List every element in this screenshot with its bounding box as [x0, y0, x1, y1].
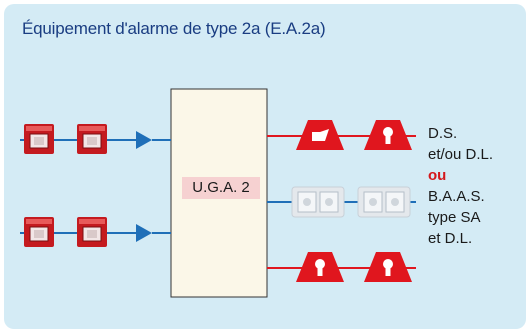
- manual-call-point-icon: [77, 124, 107, 154]
- label-ou: ou: [428, 167, 447, 184]
- diagram-title: Équipement d'alarme de type 2a (E.A.2a): [22, 19, 326, 38]
- label-ds: D.S.: [428, 125, 458, 142]
- flashing-light-icon: [296, 120, 344, 150]
- label-baas: B.A.A.S.: [428, 188, 485, 205]
- label-et-ou-dl: et/ou D.L.: [428, 146, 494, 163]
- manual-call-point-icon: [77, 217, 107, 247]
- sounder-icon: [364, 120, 412, 150]
- manual-call-point-icon: [24, 217, 54, 247]
- label-et-dl: et D.L.: [428, 230, 473, 247]
- sounder-icon: [364, 252, 412, 282]
- manual-call-point-icon: [24, 124, 54, 154]
- uga-label: U.G.A. 2: [182, 177, 260, 199]
- baas-unit-icon: [291, 186, 345, 218]
- sounder-icon: [296, 252, 344, 282]
- baas-unit-icon: [357, 186, 411, 218]
- label-type-sa: type SA: [428, 209, 481, 226]
